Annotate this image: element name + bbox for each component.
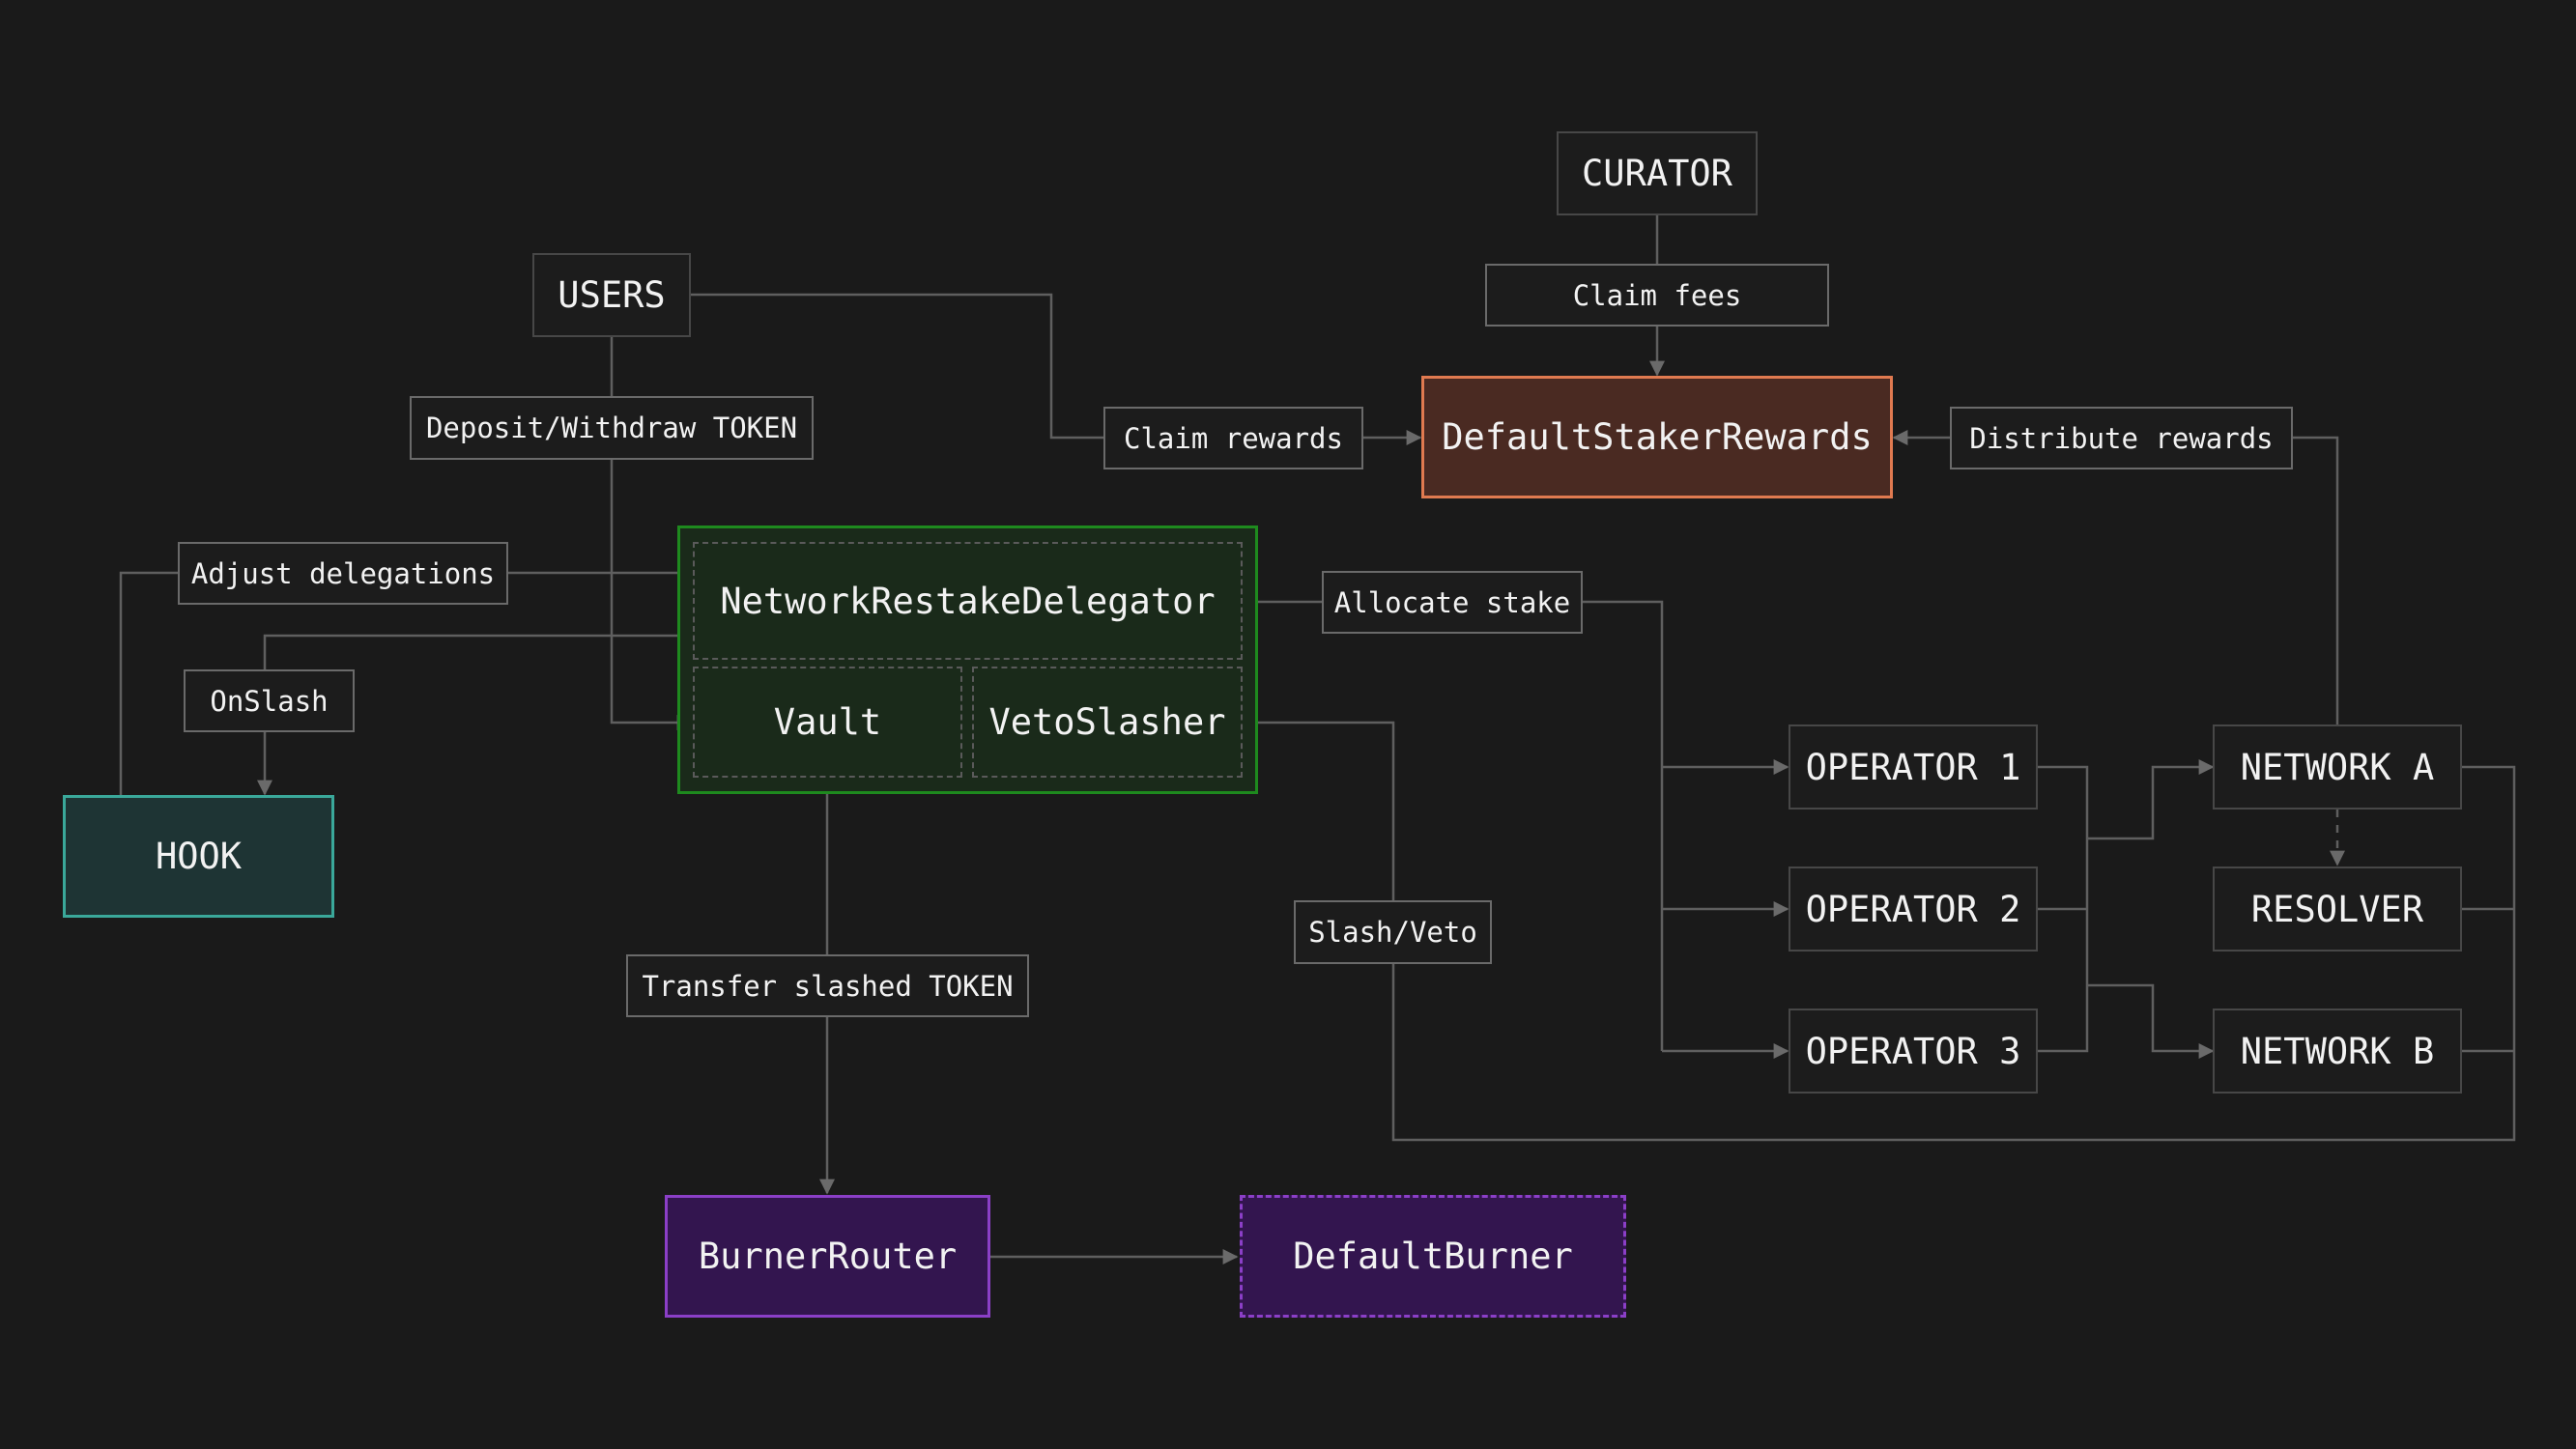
adjust-delegations-label: Adjust delegations (178, 542, 508, 605)
network-b-node: NETWORK B (2213, 1009, 2462, 1094)
curator-node: CURATOR (1557, 131, 1758, 215)
edge-networks-bus (1391, 765, 2516, 1142)
edge-hook-adjust (119, 571, 178, 795)
edge-allocate-operators (1583, 600, 1664, 1051)
users-node: USERS (532, 253, 691, 337)
edge-deposit-vault (610, 460, 693, 730)
hook-node: HOOK (63, 795, 334, 918)
edge-network-a-distribute (2292, 436, 2339, 724)
veto-slasher-node: VetoSlasher (972, 667, 1243, 778)
vault-node: Vault (693, 667, 962, 778)
claim-rewards-label: Claim rewards (1103, 407, 1363, 469)
network-a-node: NETWORK A (2213, 724, 2462, 810)
default-burner-node: DefaultBurner (1240, 1195, 1626, 1318)
allocate-stake-label: Allocate stake (1322, 571, 1583, 634)
resolver-node: RESOLVER (2213, 867, 2462, 952)
vault-group (677, 526, 1258, 794)
operator-1-node: OPERATOR 1 (1789, 724, 2038, 810)
operator-3-node: OPERATOR 3 (1789, 1009, 2038, 1094)
transfer-slashed-label: Transfer slashed TOKEN (626, 954, 1029, 1017)
distribute-rewards-label: Distribute rewards (1950, 407, 2293, 469)
onslash-label: OnSlash (184, 669, 355, 732)
edge-to-network-b (2087, 983, 2215, 1059)
operator-2-node: OPERATOR 2 (1789, 867, 2038, 952)
deposit-withdraw-label: Deposit/Withdraw TOKEN (410, 396, 814, 460)
burner-router-node: BurnerRouter (665, 1195, 990, 1318)
edge-users-claim-rewards (690, 293, 1104, 440)
edge-delegator-onslash (263, 634, 691, 669)
default-staker-rewards-node: DefaultStakerRewards (1421, 376, 1893, 498)
claim-fees-label: Claim fees (1485, 264, 1829, 327)
edge-slashveto-vetoslasher (1240, 715, 1395, 900)
slash-veto-label: Slash/Veto (1294, 900, 1492, 964)
edge-to-network-a (2087, 759, 2215, 840)
network-restake-delegator-node: NetworkRestakeDelegator (693, 542, 1243, 660)
